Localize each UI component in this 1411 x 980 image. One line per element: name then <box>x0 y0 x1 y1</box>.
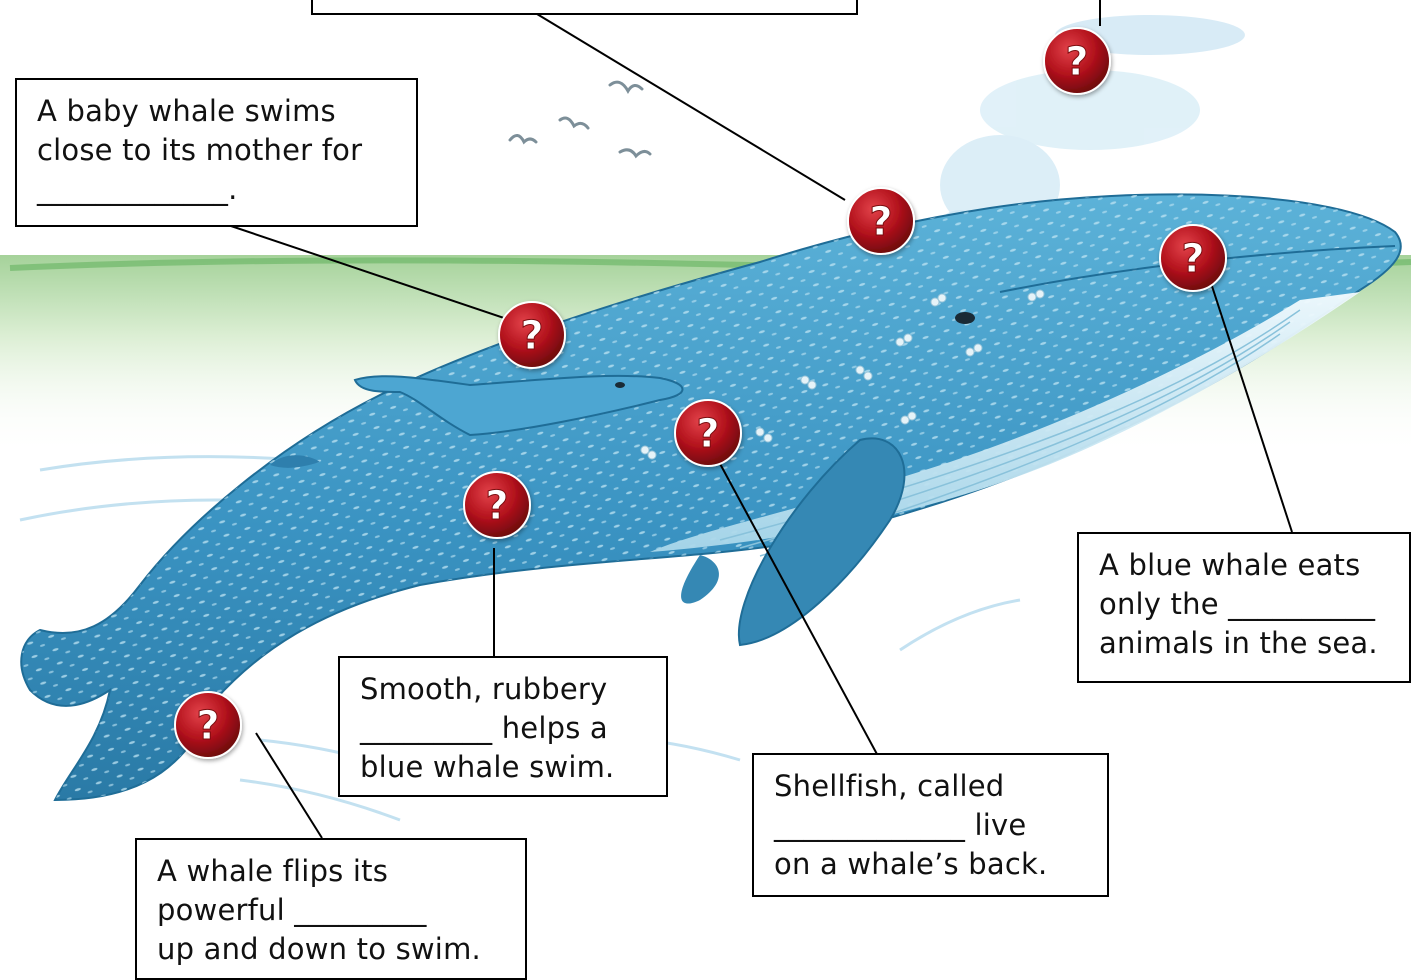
question-mark-glyph: ? <box>869 199 892 245</box>
question-mark-glyph: ? <box>196 703 219 749</box>
question-mark-glyph: ? <box>520 313 543 359</box>
label-skin-line-1: Smooth, rubbery <box>360 670 650 709</box>
label-food-line-3: animals in the sea. <box>1099 624 1393 663</box>
label-food-line-1: A blue whale eats <box>1099 546 1393 585</box>
tail-hotspot[interactable]: ? <box>175 692 241 758</box>
label-tail: A whale flips its powerful _________ up … <box>135 838 527 980</box>
seagulls <box>510 82 650 156</box>
label-baby-line-3: _____________. <box>37 170 400 209</box>
label-barnacles-line-2: _____________ live <box>774 806 1091 845</box>
whale-eye <box>955 312 975 324</box>
barnacles-hotspot[interactable]: ? <box>675 400 741 466</box>
label-barnacles-line-3: on a whale’s back. <box>774 845 1091 884</box>
label-baby-line-1: A baby whale swims <box>37 92 400 131</box>
label-baby-whale: A baby whale swims close to its mother f… <box>15 78 418 227</box>
label-skin-line-2: _________ helps a <box>360 709 650 748</box>
spout-hotspot[interactable]: ? <box>1044 28 1110 94</box>
mouth-hotspot[interactable]: ? <box>1160 225 1226 291</box>
label-baby-line-2: close to its mother for <box>37 131 400 170</box>
label-skin: Smooth, rubbery _________ helps a blue w… <box>338 656 668 797</box>
label-tail-line-2: powerful _________ <box>157 891 509 930</box>
label-barnacles: Shellfish, called _____________ live on … <box>752 753 1109 897</box>
label-tail-line-1: A whale flips its <box>157 852 509 891</box>
question-mark-glyph: ? <box>1065 39 1088 85</box>
label-skin-line-3: blue whale swim. <box>360 748 650 787</box>
label-food-line-2: only the __________ <box>1099 585 1393 624</box>
question-mark-glyph: ? <box>485 483 508 529</box>
label-barnacles-line-1: Shellfish, called <box>774 767 1091 806</box>
question-mark-glyph: ? <box>696 411 719 457</box>
label-tail-line-3: up and down to swim. <box>157 930 509 969</box>
blowhole-hotspot[interactable]: ? <box>848 188 914 254</box>
label-box-spout <box>312 0 857 14</box>
baby-hotspot[interactable]: ? <box>499 302 565 368</box>
skin-hotspot[interactable]: ? <box>464 472 530 538</box>
label-food: A blue whale eats only the __________ an… <box>1077 532 1411 683</box>
question-mark-glyph: ? <box>1181 236 1204 282</box>
